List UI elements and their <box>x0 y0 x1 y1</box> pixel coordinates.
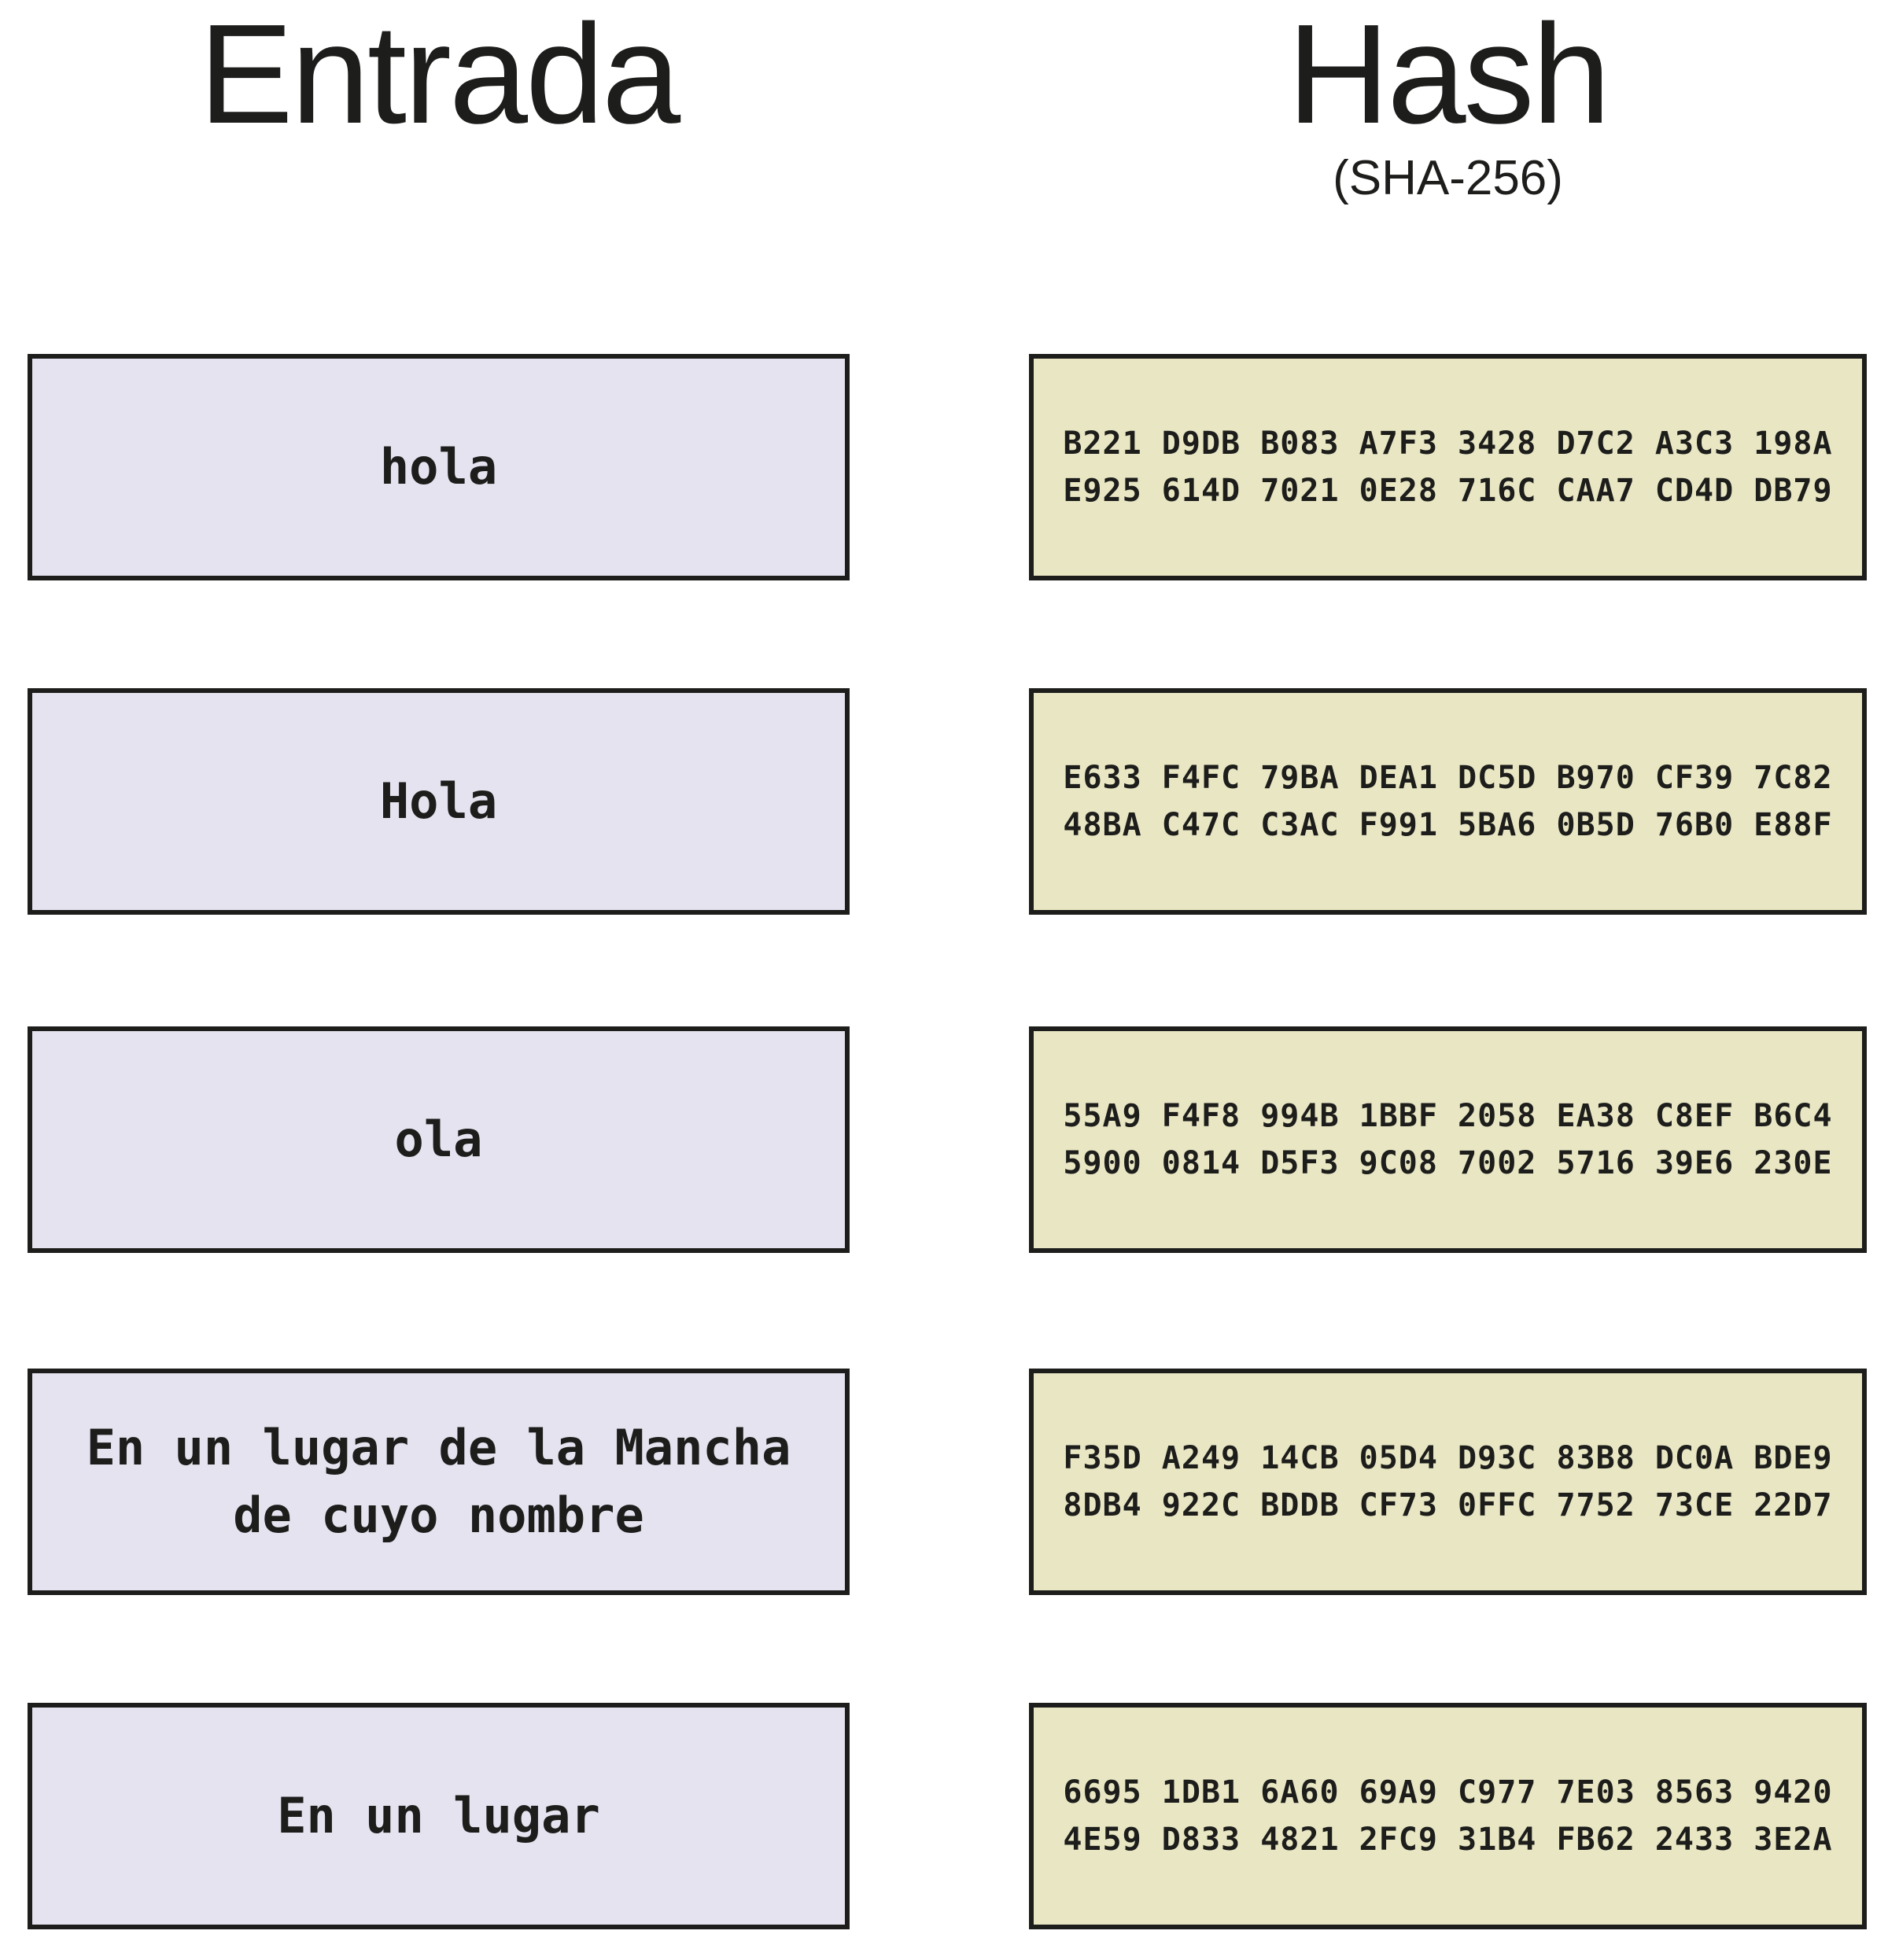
hash-text-line: 48BA C47C C3AC F991 5BA6 0B5D 76B0 E88F <box>1063 807 1833 843</box>
hash-text-line: F35D A249 14CB 05D4 D93C 83B8 DC0A BDE9 <box>1063 1440 1833 1476</box>
input-text-line: hola <box>379 438 498 496</box>
input-box: Hola <box>28 688 850 915</box>
input-text-line: Hola <box>379 772 498 830</box>
hash-text-line: B221 D9DB B083 A7F3 3428 D7C2 A3C3 198A <box>1063 426 1833 462</box>
input-box: ola <box>28 1026 850 1253</box>
hash-text-line: 8DB4 922C BDDB CF73 0FFC 7752 73CE 22D7 <box>1063 1487 1833 1523</box>
input-text-line: En un lugar <box>277 1787 600 1844</box>
input-text-line: En un lugar de la Mancha <box>86 1419 791 1476</box>
hash-algorithm-subtitle: (SHA-256) <box>1333 150 1563 205</box>
hash-text-line: 5900 0814 D5F3 9C08 7002 5716 39E6 230E <box>1063 1145 1833 1181</box>
input-column-title: Entrada <box>198 0 680 153</box>
hash-box: B221 D9DB B083 A7F3 3428 D7C2 A3C3 198A … <box>1029 354 1867 580</box>
hash-box: F35D A249 14CB 05D4 D93C 83B8 DC0A BDE9 … <box>1029 1369 1867 1595</box>
hash-column-header: Hash (SHA-256) <box>1029 0 1867 205</box>
hash-box: E633 F4FC 79BA DEA1 DC5D B970 CF39 7C82 … <box>1029 688 1867 915</box>
hash-text-line: E925 614D 7021 0E28 716C CAA7 CD4D DB79 <box>1063 473 1833 509</box>
input-box: En un lugar <box>28 1703 850 1929</box>
input-text-line: ola <box>394 1111 483 1168</box>
hash-box: 55A9 F4F8 994B 1BBF 2058 EA38 C8EF B6C4 … <box>1029 1026 1867 1253</box>
hash-box: 6695 1DB1 6A60 69A9 C977 7E03 8563 9420 … <box>1029 1703 1867 1929</box>
hash-text-line: 6695 1DB1 6A60 69A9 C977 7E03 8563 9420 <box>1063 1774 1833 1811</box>
hash-text-line: 4E59 D833 4821 2FC9 31B4 FB62 2433 3E2A <box>1063 1822 1833 1858</box>
hash-text-line: E633 F4FC 79BA DEA1 DC5D B970 CF39 7C82 <box>1063 760 1833 796</box>
input-text-line: de cuyo nombre <box>233 1487 644 1544</box>
input-box: hola <box>28 354 850 580</box>
hash-text-line: 55A9 F4F8 994B 1BBF 2058 EA38 C8EF B6C4 <box>1063 1098 1833 1134</box>
hash-column-title: Hash <box>1287 0 1610 153</box>
input-box: En un lugar de la Mancha de cuyo nombre <box>28 1369 850 1595</box>
